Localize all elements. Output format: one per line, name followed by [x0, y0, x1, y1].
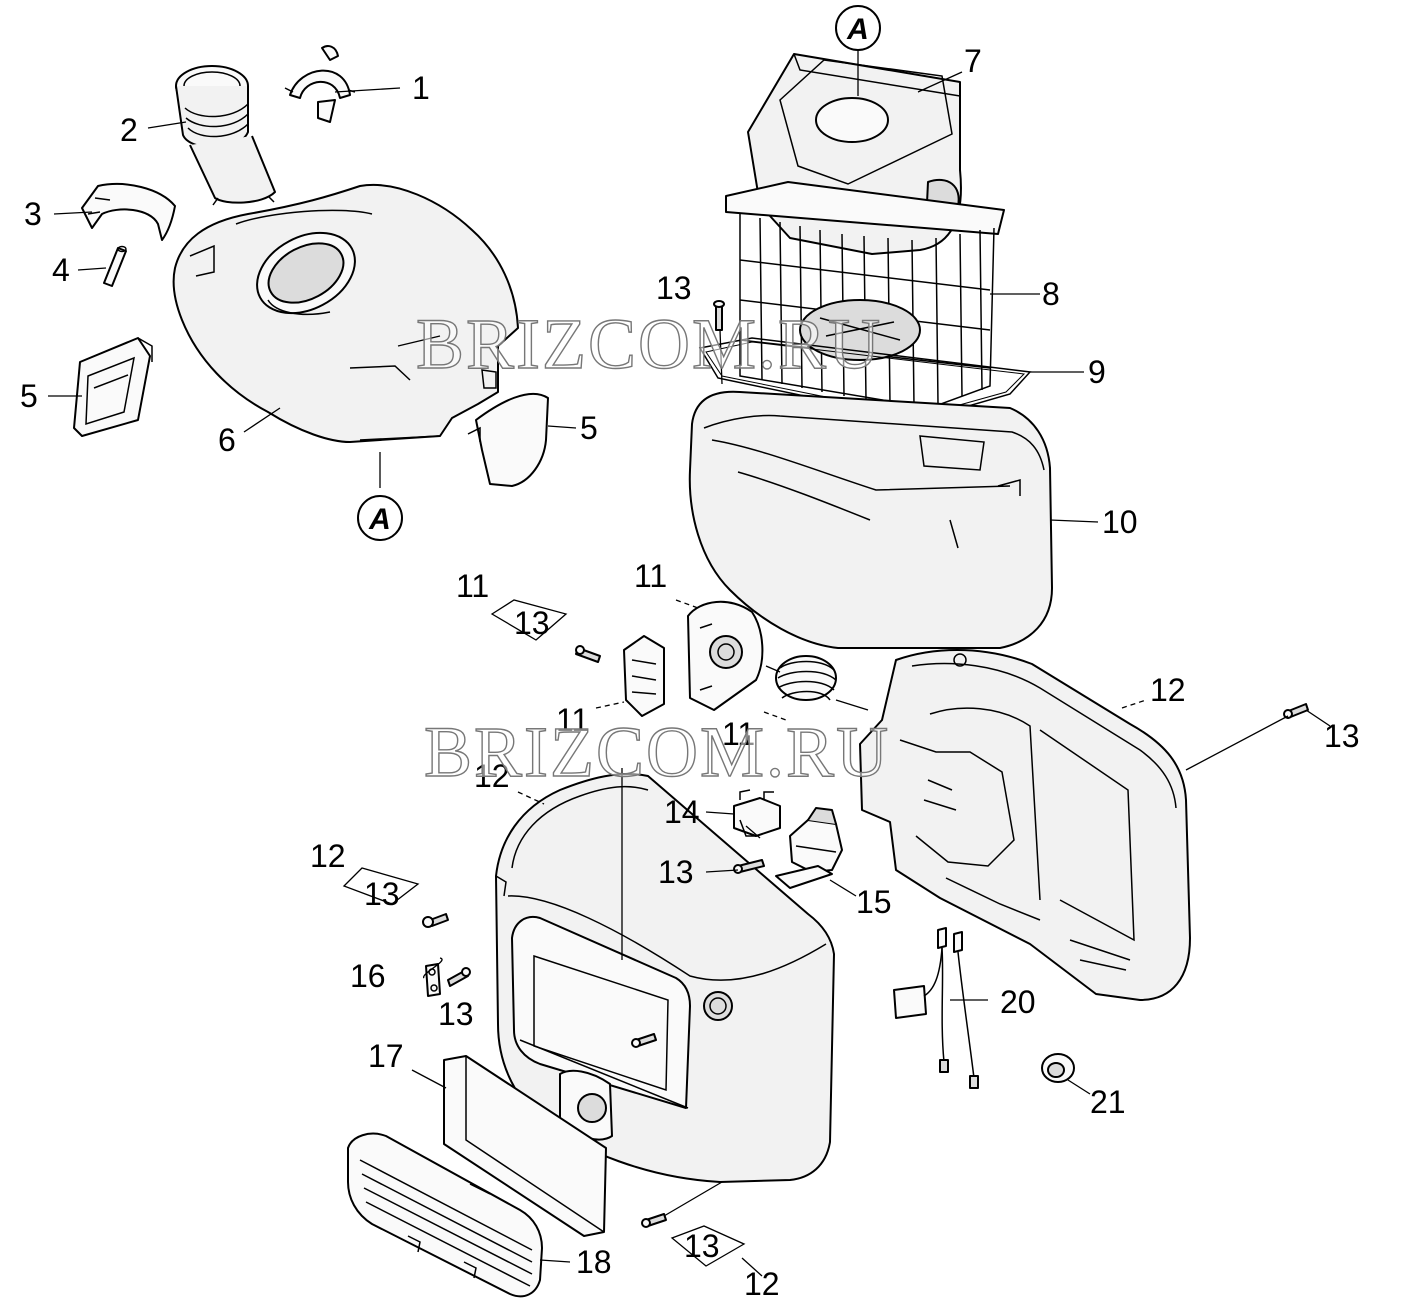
label-part-17: 17 — [368, 1038, 404, 1074]
part-4-pin — [103, 245, 127, 287]
screw-13-bottom — [641, 1213, 667, 1228]
label-part-10: 10 — [1102, 504, 1138, 540]
label-part-1: 1 — [412, 70, 430, 106]
label-part-21: 21 — [1090, 1084, 1126, 1120]
kit-markers — [342, 599, 1147, 1267]
part-10-container — [688, 390, 1053, 649]
label-screw-13-bracket: 13 — [438, 996, 474, 1032]
watermark-middle: BRIZCOM.RU — [424, 712, 890, 792]
part-6-motor-cover — [172, 184, 519, 443]
label-part-20: 20 — [1000, 984, 1036, 1020]
label-part-15: 15 — [856, 884, 892, 920]
label-part-2: 2 — [120, 112, 138, 148]
label-part-12-kit-bottom: 12 — [744, 1266, 780, 1302]
label-part-4: 4 — [52, 252, 70, 288]
label-part-16: 16 — [350, 958, 386, 994]
label-part-8: 8 — [1042, 276, 1060, 312]
label-part-12-front: 12 — [474, 758, 510, 794]
label-part-5-right: 5 — [580, 410, 598, 446]
label-part-11-holder: 11 — [556, 702, 589, 738]
screw-13-bracket — [447, 967, 471, 987]
part-12-housing-front — [495, 773, 835, 1183]
label-part-14: 14 — [664, 794, 700, 830]
label-part-6: 6 — [218, 422, 236, 458]
label-screw-13-right: 13 — [1324, 718, 1360, 754]
part-5-clip-left — [73, 337, 153, 437]
label-part-18: 18 — [576, 1244, 612, 1280]
label-part-7: 7 — [964, 43, 982, 79]
label-part-11-spring: 11 — [722, 716, 755, 752]
part-2-hose-connector — [175, 65, 276, 206]
part-20-cable-set — [893, 927, 979, 1089]
label-screw-13-top: 13 — [656, 270, 692, 306]
part-8-filter-cage — [725, 181, 1005, 409]
label-screw-13-kit-left: 13 — [364, 876, 400, 912]
part-15-switch-unit — [775, 807, 843, 889]
part-number-labels: 1 2 3 4 5 6 5 7 8 9 10 13 11 13 11 11 11… — [20, 43, 1360, 1302]
label-part-12-kit-left: 12 — [310, 838, 346, 874]
part-18-grille — [347, 1132, 543, 1298]
label-part-12-right: 12 — [1150, 672, 1186, 708]
label-part-3: 3 — [24, 196, 42, 232]
label-part-9: 9 — [1088, 354, 1106, 390]
part-11-motor-housing-plate — [687, 600, 764, 711]
part-5-clip-right — [467, 392, 549, 487]
reference-a-bottom-label: A — [368, 503, 391, 536]
part-1-clip-ring — [284, 45, 356, 123]
part-3-latch — [81, 183, 176, 241]
label-part-11-plate: 11 — [634, 558, 667, 594]
part-11-spring — [775, 655, 837, 701]
part-16-bracket — [425, 963, 441, 997]
label-screw-13-kit: 13 — [514, 605, 550, 641]
screw-13-switch-mount — [733, 859, 765, 874]
screw-13-switch — [575, 645, 601, 663]
watermark-top: BRIZCOM.RU — [416, 304, 882, 384]
reference-a-bottom: A — [357, 495, 403, 541]
screw-13-front-left — [422, 913, 449, 928]
label-part-5-left: 5 — [20, 378, 38, 414]
label-screw-13-switch: 13 — [658, 854, 694, 890]
part-17-filter-pad — [443, 1055, 607, 1237]
label-part-11-kit: 11 — [456, 568, 489, 604]
reference-a-top-label: A — [846, 13, 869, 46]
part-14-switch — [733, 789, 781, 837]
screw-13-top — [713, 300, 725, 331]
label-screw-13-kit-bottom: 13 — [684, 1228, 720, 1264]
part-12-housing-right — [859, 649, 1191, 1001]
leader-lines — [48, 71, 1331, 1277]
part-11-switch-holder — [623, 635, 665, 717]
reference-a-top: A — [835, 5, 881, 96]
screw-13-front-center — [631, 1033, 657, 1048]
part-21-bushing — [1041, 1053, 1075, 1083]
